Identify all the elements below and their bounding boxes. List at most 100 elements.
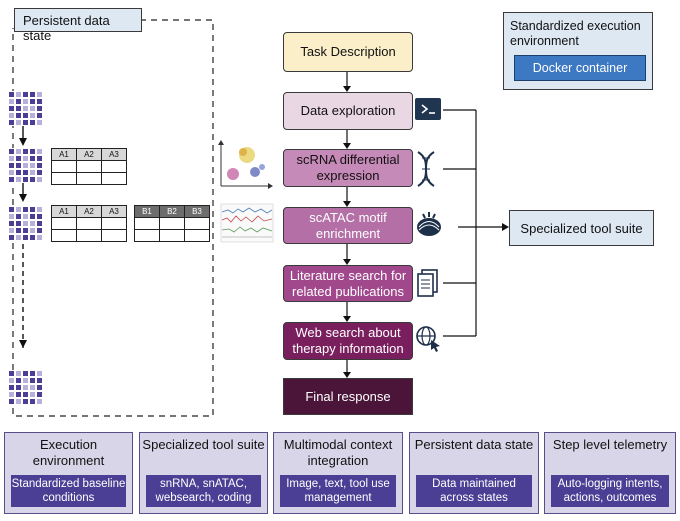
task-description-box: Task Description (283, 32, 413, 72)
tool-suite-box: Specialized tool suite (509, 210, 654, 246)
matrix-cell (15, 119, 22, 126)
matrix-cell (29, 105, 36, 112)
matrix-cell (8, 98, 15, 105)
matrix-cell (8, 370, 15, 377)
step-literature-search: Literature search for related publicatio… (283, 265, 413, 302)
matrix-cell (29, 148, 36, 155)
matrix-cell (8, 119, 15, 126)
matrix-cell (8, 176, 15, 183)
matrix-cell (36, 148, 43, 155)
matrix-cell (15, 206, 22, 213)
matrix-cell (22, 91, 29, 98)
card-subtitle: Standardized baseline conditions (11, 475, 126, 507)
matrix-cell (29, 155, 36, 162)
card-title: Multimodal context integration (283, 437, 393, 468)
matrix-cell (15, 162, 22, 169)
matrix-cell (29, 98, 36, 105)
matrix-cell (36, 155, 43, 162)
matrix-cell (15, 105, 22, 112)
matrix-cell (36, 119, 43, 126)
card-title: Persistent data state (414, 437, 534, 452)
matrix-cell (15, 234, 22, 241)
matrix-cell (29, 119, 36, 126)
matrix-cell (36, 112, 43, 119)
matrix-cell (22, 234, 29, 241)
matrix-cell (15, 384, 22, 391)
matrix-cell (29, 391, 36, 398)
matrix-cell (22, 227, 29, 234)
matrix-cell (36, 227, 43, 234)
matrix-cell (36, 398, 43, 405)
matrix-cell (29, 370, 36, 377)
matrix-cell (36, 98, 43, 105)
dna-icon (414, 150, 438, 188)
matrix-grid (8, 206, 43, 241)
matrix-icon-1 (8, 91, 43, 126)
docker-container-label: Docker container (514, 55, 646, 81)
matrix-cell (29, 384, 36, 391)
matrix-cell (8, 391, 15, 398)
matrix-cell (15, 370, 22, 377)
matrix-cell (29, 112, 36, 119)
matrix-cell (36, 220, 43, 227)
card-multimodal-context: Multimodal context integration Image, te… (273, 432, 403, 514)
step-scatac-motif: scATAC motif enrichment (283, 207, 413, 244)
matrix-cell (22, 169, 29, 176)
track-plot-thumbnail (220, 203, 274, 243)
matrix-grid (8, 148, 43, 183)
matrix-cell (22, 377, 29, 384)
matrix-cell (29, 169, 36, 176)
arrow-head (19, 194, 27, 202)
matrix-cell (22, 112, 29, 119)
matrix-cell (22, 220, 29, 227)
persistent-state-label: Persistent data state (14, 8, 142, 43)
card-title: Specialized tool suite (142, 437, 265, 452)
matrix-cell (8, 155, 15, 162)
card-subtitle: Data maintained across states (416, 475, 532, 507)
matrix-cell (15, 213, 22, 220)
matrix-cell (29, 206, 36, 213)
matrix-cell (22, 206, 29, 213)
final-response-box: Final response (283, 378, 413, 415)
matrix-cell (36, 377, 43, 384)
matrix-cell (22, 155, 29, 162)
matrix-cell (29, 213, 36, 220)
card-specialized-tool-suite: Specialized tool suite snRNA, snATAC, we… (139, 432, 268, 514)
matrix-cell (15, 169, 22, 176)
matrix-cell (8, 220, 15, 227)
matrix-grid (8, 370, 43, 405)
matrix-cell (8, 213, 15, 220)
card-title: Execution environment (32, 437, 105, 468)
matrix-cell (8, 105, 15, 112)
matrix-grid (8, 91, 43, 126)
arrow-head (19, 340, 27, 348)
matrix-cell (15, 176, 22, 183)
chromatin-icon (413, 210, 445, 240)
matrix-cell (22, 176, 29, 183)
matrix-cell (36, 370, 43, 377)
matrix-cell (36, 91, 43, 98)
matrix-icon-3 (8, 206, 43, 241)
matrix-cell (29, 377, 36, 384)
matrix-cell (15, 227, 22, 234)
matrix-cell (8, 169, 15, 176)
matrix-cell (36, 391, 43, 398)
globe-cursor-icon (414, 324, 442, 352)
matrix-cell (15, 148, 22, 155)
matrix-cell (36, 162, 43, 169)
terminal-icon (415, 98, 441, 120)
matrix-icon-2 (8, 148, 43, 183)
matrix-cell (22, 162, 29, 169)
matrix-cell (8, 227, 15, 234)
step-scrna-differential: scRNA differential expression (283, 149, 413, 187)
matrix-cell (29, 398, 36, 405)
matrix-cell (15, 155, 22, 162)
matrix-cell (15, 391, 22, 398)
matrix-cell (36, 234, 43, 241)
matrix-cell (29, 234, 36, 241)
matrix-cell (29, 220, 36, 227)
matrix-cell (15, 377, 22, 384)
matrix-cell (15, 98, 22, 105)
